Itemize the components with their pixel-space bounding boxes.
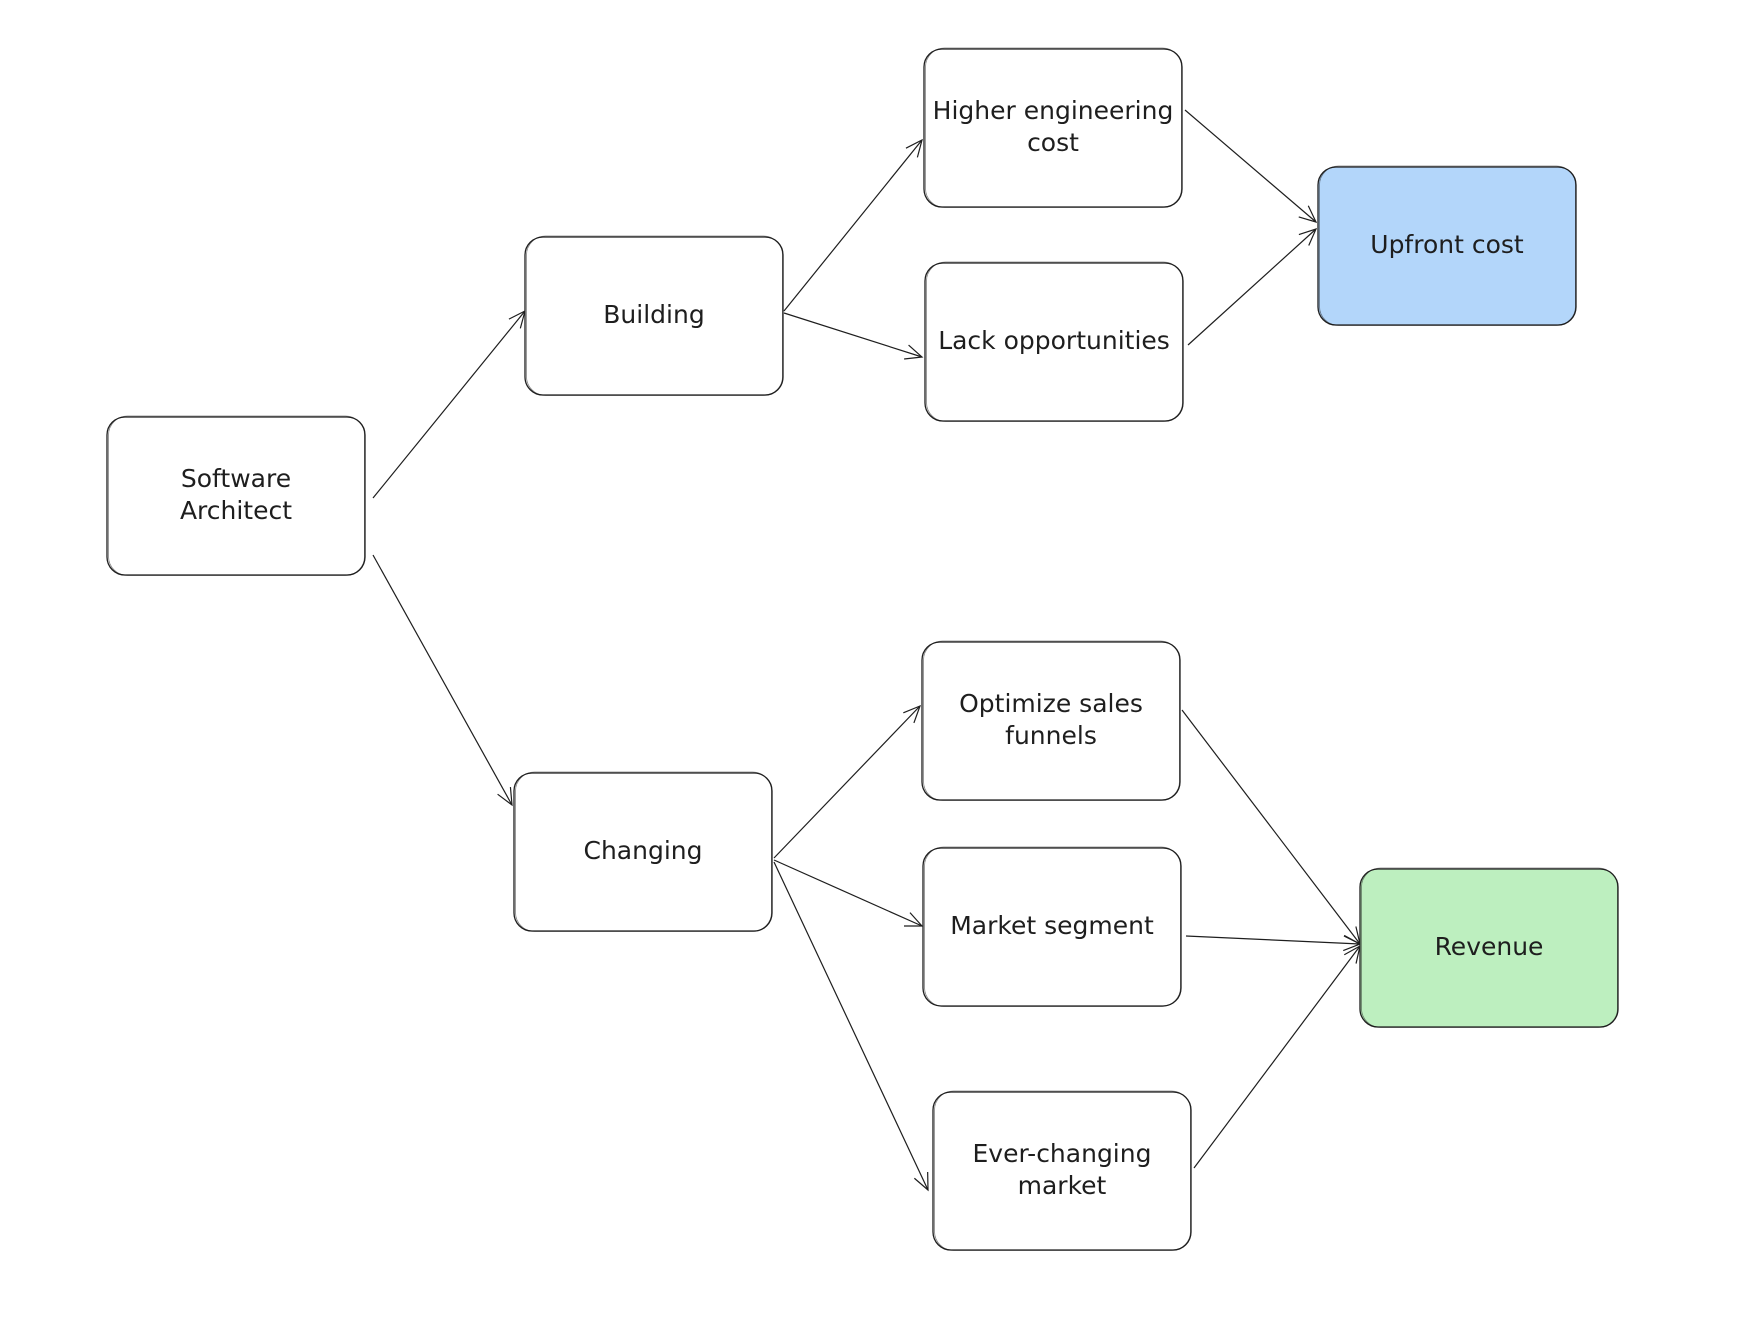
arrow-line: [1193, 945, 1361, 1169]
edge-changing-to-optimize-sales-funnels: [773, 704, 922, 859]
node-label: cost: [1027, 128, 1079, 157]
edge-software-architect-to-changing: [372, 554, 513, 807]
node-box: [921, 641, 1181, 801]
node-upfront-cost[interactable]: Upfront cost: [1317, 165, 1577, 326]
edge-optimize-sales-funnels-to-revenue: [1181, 709, 1361, 946]
node-box: [932, 1091, 1192, 1251]
node-lack-opportunities[interactable]: Lack opportunities: [924, 261, 1184, 422]
arrow-line: [372, 554, 513, 806]
node-label: funnels: [1005, 721, 1097, 750]
node-box: [924, 262, 1184, 422]
node-box-sketch: [515, 771, 772, 932]
node-optimize-sales-funnels[interactable]: Optimize sales funnels: [921, 640, 1181, 801]
arrow-line: [1185, 935, 1361, 945]
arrowhead-icon: [913, 1171, 929, 1192]
node-box-sketch: [1361, 867, 1618, 1028]
node-box-sketch: [926, 261, 1183, 422]
arrowhead-icon: [904, 344, 924, 360]
arrow-line: [783, 312, 923, 358]
arrow-line: [773, 705, 921, 859]
edge-building-to-lack-opportunities: [783, 312, 924, 360]
arrow-line: [1181, 709, 1361, 945]
node-box-sketch: [526, 235, 783, 396]
node-box: [1359, 868, 1619, 1028]
node-box: [922, 847, 1182, 1007]
arrowhead-icon: [905, 138, 923, 158]
node-label: Revenue: [1435, 932, 1544, 961]
node-label: Building: [603, 300, 704, 329]
edges-layer: [372, 109, 1362, 1192]
node-box-sketch: [925, 47, 1182, 208]
arrowhead-icon: [1298, 205, 1318, 223]
arrow-line: [773, 861, 929, 1191]
node-label: market: [1018, 1171, 1107, 1200]
edge-software-architect-to-building: [372, 309, 526, 499]
edge-changing-to-market-segment: [773, 859, 924, 927]
node-box: [106, 416, 366, 576]
arrow-line: [1184, 109, 1317, 223]
edge-higher-engineering-cost-to-upfront-cost: [1184, 109, 1318, 223]
edge-market-segment-to-revenue: [1185, 935, 1362, 952]
node-building[interactable]: Building: [524, 235, 784, 396]
node-label: Changing: [584, 836, 703, 865]
edge-lack-opportunities-to-upfront-cost: [1187, 228, 1318, 346]
node-label: Optimize sales: [959, 689, 1143, 718]
arrow-line: [1187, 228, 1317, 346]
node-ever-changing-market[interactable]: Ever-changing market: [932, 1090, 1192, 1251]
node-box-sketch: [108, 415, 365, 576]
edge-changing-to-ever-changing-market: [773, 861, 929, 1192]
arrow-line: [773, 859, 923, 927]
arrowhead-icon: [903, 704, 922, 724]
node-box: [923, 48, 1183, 208]
node-label: Software: [181, 464, 291, 493]
node-changing[interactable]: Changing: [513, 771, 773, 932]
node-revenue[interactable]: Revenue: [1359, 867, 1619, 1028]
node-higher-engineering-cost[interactable]: Higher engineering cost: [923, 47, 1183, 208]
node-box: [513, 772, 773, 932]
node-box-sketch: [923, 640, 1180, 801]
node-label: Ever-changing: [973, 1139, 1152, 1168]
edge-building-to-higher-engineering-cost: [783, 138, 923, 312]
edge-ever-changing-market-to-revenue: [1193, 944, 1361, 1169]
node-box: [524, 236, 784, 396]
node-label: Higher engineering: [933, 96, 1174, 125]
arrowhead-icon: [903, 912, 924, 927]
node-box-sketch: [1319, 165, 1576, 326]
node-box-sketch: [934, 1090, 1191, 1251]
node-label: Architect: [180, 496, 292, 525]
arrowhead-icon: [497, 787, 513, 807]
node-label: Market segment: [950, 911, 1154, 940]
arrow-line: [372, 310, 526, 499]
node-box-sketch: [924, 846, 1181, 1007]
arrow-line: [783, 139, 923, 312]
node-market-segment[interactable]: Market segment: [922, 846, 1182, 1007]
node-label: Upfront cost: [1370, 230, 1524, 259]
node-label: Lack opportunities: [938, 326, 1170, 355]
node-box: [1317, 166, 1577, 326]
arrowhead-icon: [1298, 228, 1318, 246]
